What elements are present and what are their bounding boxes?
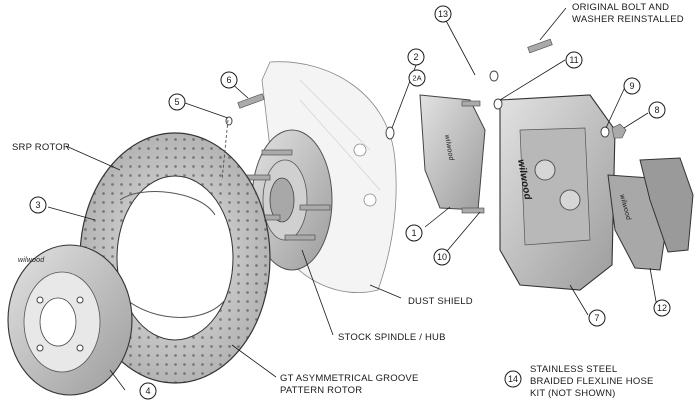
callout-1: 1 bbox=[405, 224, 423, 242]
svg-text:5: 5 bbox=[174, 97, 179, 107]
brake-pads-part: wilwood bbox=[607, 157, 694, 271]
label-original-bolt-line2: WASHER REINSTALLED bbox=[572, 14, 684, 25]
callout-6: 6 bbox=[220, 71, 238, 89]
label-gt-rotor-line2: PATTERN ROTOR bbox=[280, 385, 362, 396]
svg-text:7: 7 bbox=[594, 313, 599, 323]
caliper-part: wilwood bbox=[499, 94, 616, 291]
callout-2: 2 bbox=[407, 48, 425, 66]
svg-text:8: 8 bbox=[654, 105, 659, 115]
svg-text:10: 10 bbox=[437, 252, 447, 262]
svg-text:13: 13 bbox=[438, 9, 448, 19]
svg-text:2: 2 bbox=[413, 52, 418, 62]
svg-text:6: 6 bbox=[226, 75, 231, 85]
svg-text:2A: 2A bbox=[412, 74, 421, 83]
hat-logo: wilwood bbox=[18, 257, 45, 264]
callout-circles: 1 2 2A 3 4 5 6 7 8 9 10 11 12 13 14 bbox=[29, 5, 671, 400]
svg-text:12: 12 bbox=[657, 303, 667, 313]
callout-3: 3 bbox=[29, 196, 47, 214]
callout-4: 4 bbox=[139, 382, 157, 400]
svg-text:4: 4 bbox=[145, 386, 150, 396]
callout-5: 5 bbox=[168, 93, 186, 111]
svg-text:3: 3 bbox=[35, 200, 40, 210]
label-flexline-line2: BRAIDED FLEXLINE HOSE bbox=[530, 376, 654, 387]
label-original-bolt-line1: ORIGINAL BOLT AND bbox=[572, 2, 669, 13]
label-stock-spindle: STOCK SPINDLE / HUB bbox=[338, 332, 446, 343]
callout-2a: 2A bbox=[408, 69, 426, 87]
svg-text:1: 1 bbox=[411, 228, 416, 238]
text-labels: ORIGINAL BOLT AND WASHER REINSTALLED SRP… bbox=[12, 2, 684, 399]
rotor-hat-part: wilwood bbox=[7, 244, 133, 396]
callout-9: 9 bbox=[623, 77, 641, 95]
callout-7: 7 bbox=[588, 309, 606, 327]
label-flexline-line1: STAINLESS STEEL bbox=[530, 364, 617, 375]
label-srp-rotor: SRP ROTOR bbox=[12, 142, 70, 153]
svg-text:9: 9 bbox=[629, 81, 634, 91]
callout-12: 12 bbox=[653, 299, 671, 317]
label-dust-shield: DUST SHIELD bbox=[408, 296, 473, 307]
label-gt-rotor-line1: GT ASYMMETRICAL GROOVE bbox=[280, 373, 418, 384]
bracket-logo: wilwood bbox=[443, 134, 455, 162]
hardware-bits bbox=[221, 38, 627, 214]
callout-14: 14 bbox=[504, 370, 522, 388]
mounting-bracket-part: wilwood bbox=[419, 94, 486, 211]
callout-13: 13 bbox=[434, 5, 452, 23]
svg-text:11: 11 bbox=[569, 55, 578, 65]
callout-8: 8 bbox=[648, 101, 666, 119]
label-flexline-line3: KIT (NOT SHOWN) bbox=[530, 388, 616, 399]
svg-text:14: 14 bbox=[508, 374, 518, 384]
callout-10: 10 bbox=[433, 248, 451, 266]
callout-11: 11 bbox=[565, 51, 583, 69]
